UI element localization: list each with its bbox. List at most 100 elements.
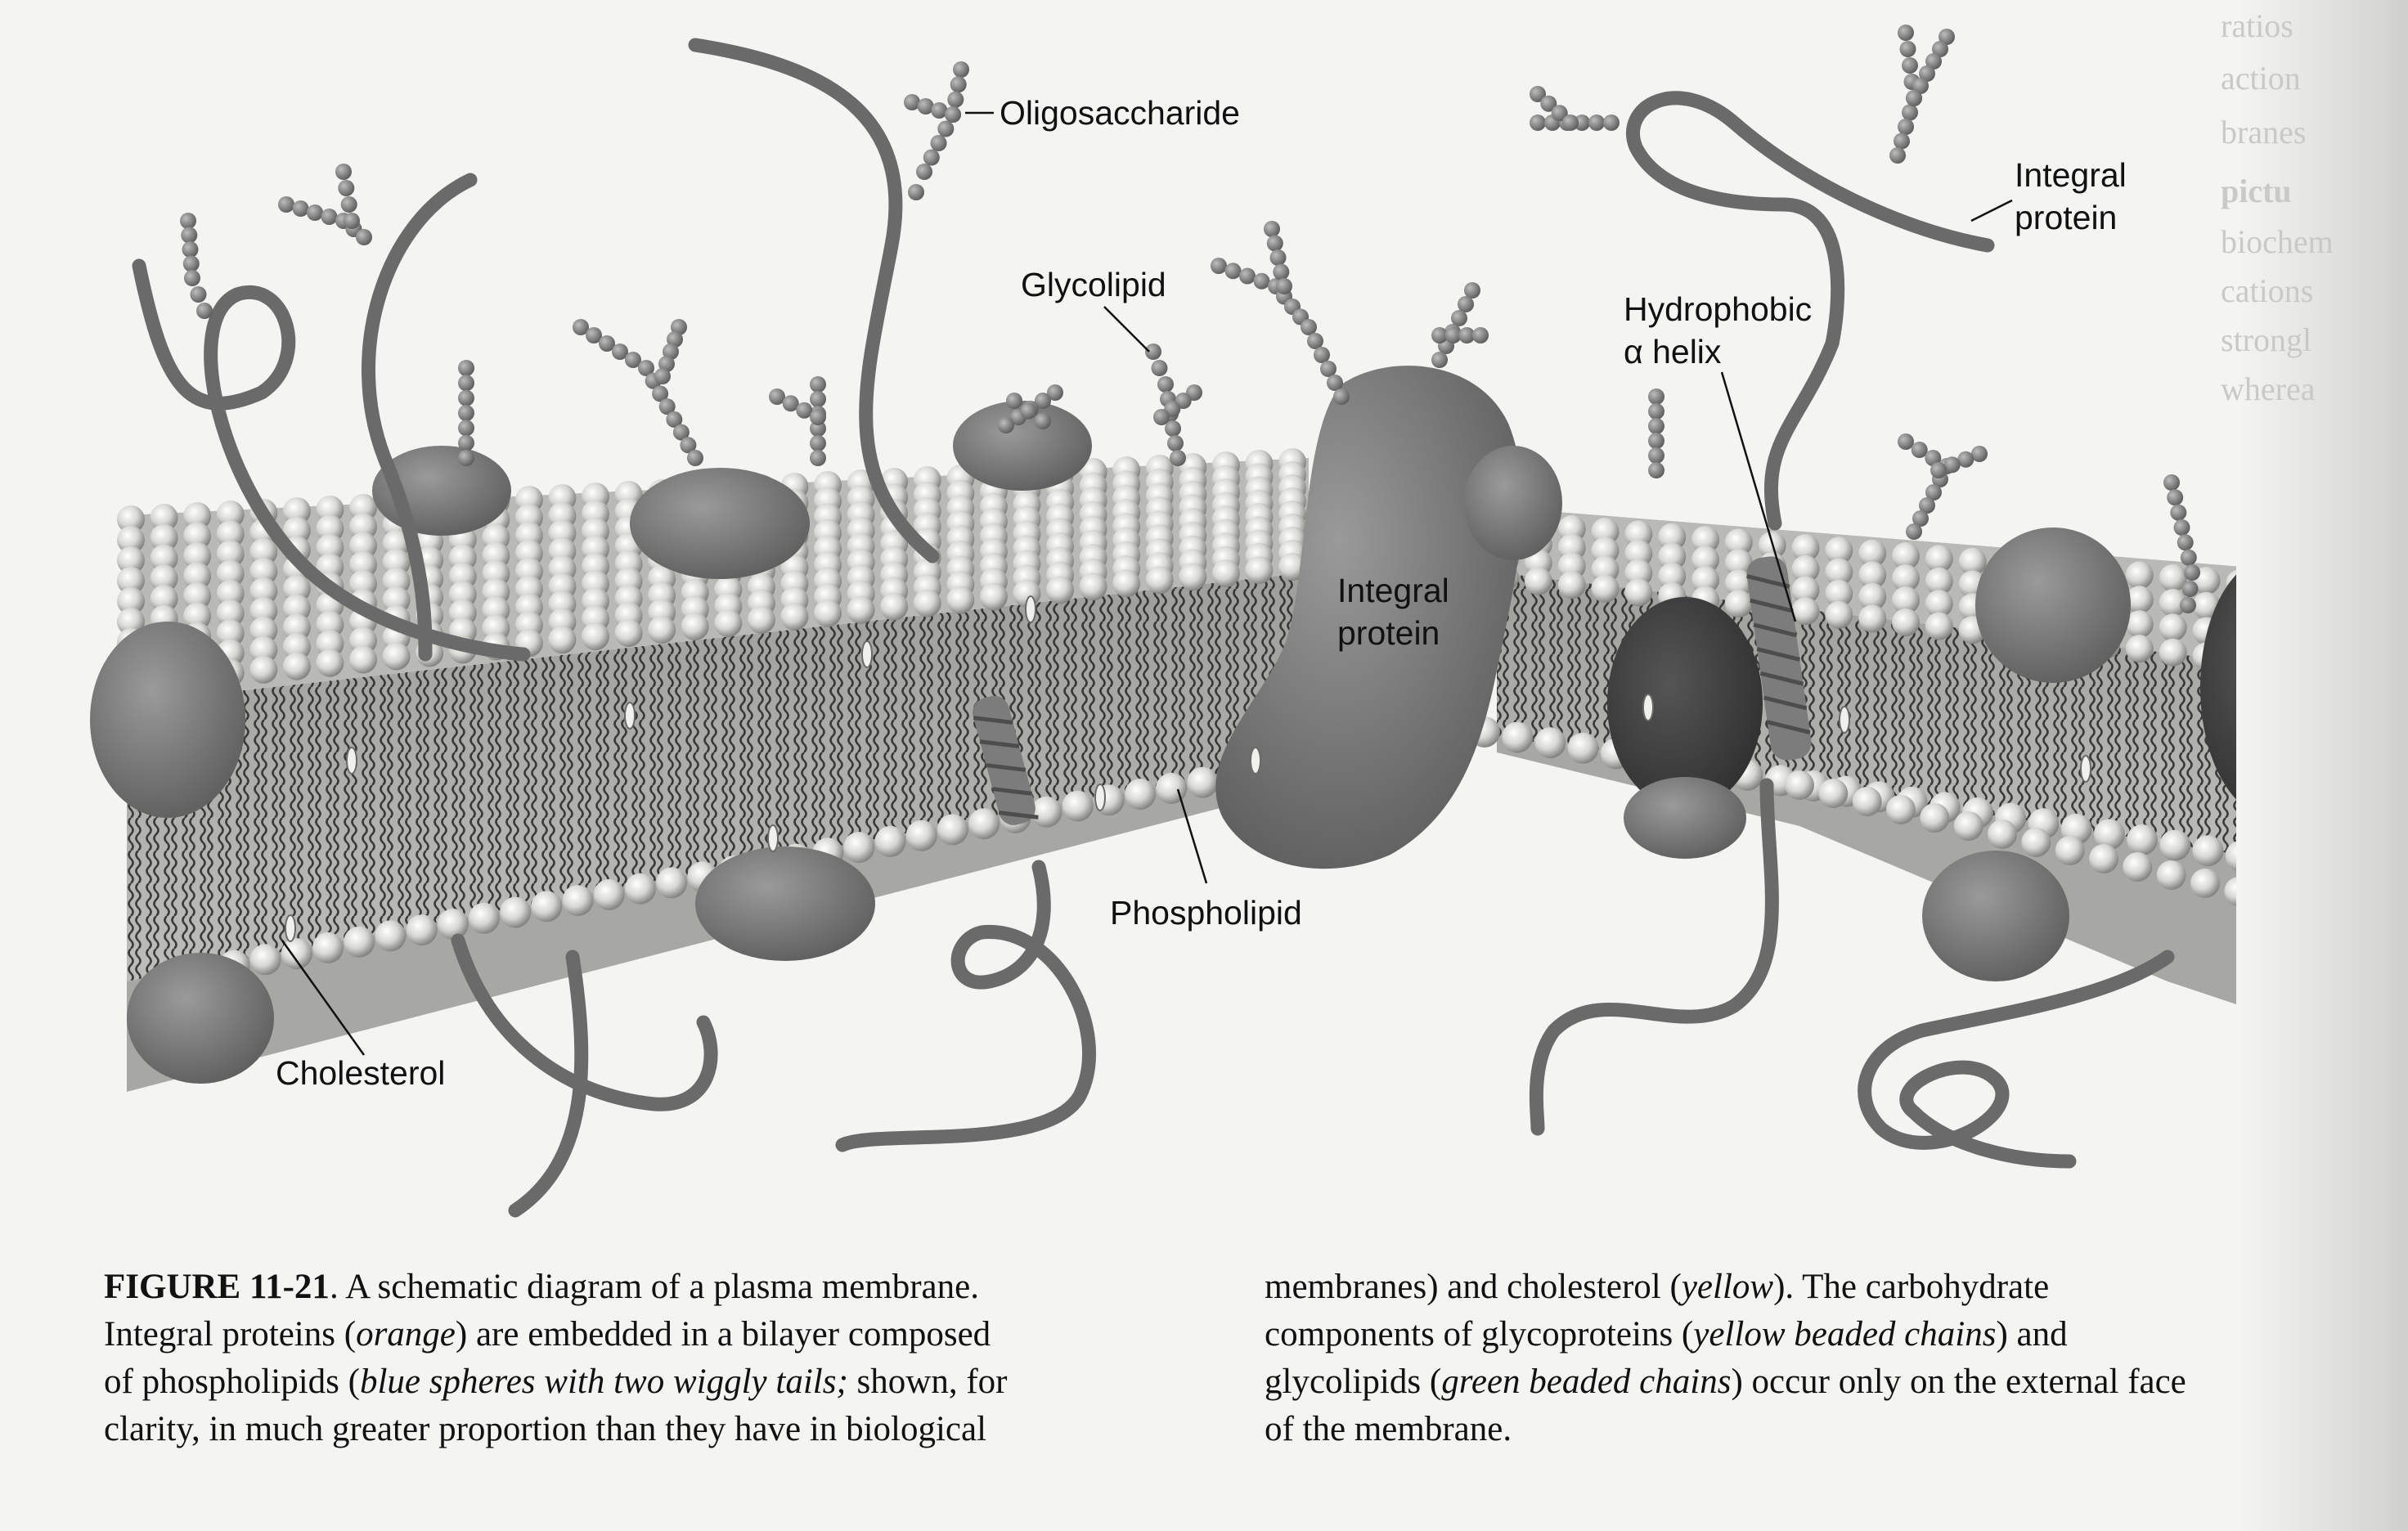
phospholipid-head	[1112, 569, 1141, 598]
sugar-bead	[356, 229, 372, 245]
phospholipid-head	[2159, 563, 2187, 592]
phospholipid-head	[1591, 555, 1620, 584]
caption-text: components of glycoproteins (	[1265, 1315, 1694, 1354]
sugar-bead	[1020, 402, 1037, 420]
sugar-bead	[1925, 484, 1942, 501]
phospholipid-head	[2089, 844, 2118, 873]
sugar-bead	[1971, 446, 1988, 462]
cholesterol-molecule	[346, 747, 357, 774]
cholesterol-molecule	[624, 702, 636, 730]
phospholipid-head	[316, 610, 344, 639]
phospholipid-head	[150, 504, 178, 532]
phospholipid-head	[648, 616, 676, 644]
phospholipid-head	[1953, 811, 1983, 841]
sugar-bead	[930, 135, 947, 151]
phospholipid-head	[1852, 787, 1882, 816]
sugar-bead	[586, 327, 602, 343]
phospholipid-head	[2127, 824, 2158, 855]
phospholipid-head	[780, 602, 809, 631]
phospholipid-head	[406, 914, 438, 946]
bleed-word: branes	[2221, 114, 2307, 150]
phospholipid-head	[1818, 779, 1849, 808]
sugar-bead	[998, 417, 1014, 433]
phospholipid-head	[1179, 563, 1207, 591]
phospholipid-head	[1920, 803, 1950, 833]
phospholipid-head	[1791, 597, 1820, 626]
phospholipid-head	[1825, 558, 1853, 586]
phospholipid-head	[183, 562, 212, 590]
sugar-bead	[782, 395, 799, 412]
sugar-bead	[184, 270, 200, 286]
sugar-bead	[1648, 403, 1664, 420]
phospholipid-head	[349, 645, 377, 674]
sugar-bead	[672, 424, 690, 441]
sugar-bead	[2177, 534, 2194, 551]
phospholipid-head	[150, 544, 178, 572]
phospholipid-head	[1145, 566, 1174, 595]
sugar-bead	[654, 368, 671, 384]
label-integral-protein-center-line2: protein	[1337, 614, 1440, 653]
phospholipid-head	[500, 896, 532, 928]
sugar-bead	[1444, 327, 1462, 343]
sugar-bead	[1898, 25, 1914, 41]
sugar-bead	[769, 388, 785, 405]
sugar-bead	[458, 360, 474, 376]
sugar-bead	[1932, 41, 1948, 57]
phospholipid-head	[183, 522, 212, 550]
phospholipid-head	[1691, 526, 1719, 554]
phospholipid-head	[316, 649, 344, 677]
sugar-bead	[1451, 310, 1467, 326]
caption-line: Integral proteins (orange) are embedded …	[104, 1311, 1265, 1358]
sugar-bead	[458, 375, 474, 392]
phospholipid-head	[1125, 779, 1156, 810]
phospholipid-head	[2021, 828, 2051, 857]
chain-mid-lower-left	[508, 950, 589, 1218]
oligosaccharide-chains	[180, 25, 2200, 613]
phospholipid-head	[1591, 518, 1620, 546]
phospholipid-head	[282, 594, 311, 622]
sugar-bead	[1902, 104, 1918, 121]
integral-protein-right-lower	[1922, 851, 2069, 981]
sugar-bead	[1320, 361, 1337, 377]
chain-right-lower	[1529, 778, 1779, 1136]
integral-protein-lower-mid	[695, 846, 875, 961]
caption-text: shown, for	[847, 1363, 1008, 1401]
sugar-bead	[458, 450, 474, 466]
phospholipid-head	[2192, 835, 2224, 867]
sugar-bead	[917, 98, 934, 114]
phospholipid-head	[1988, 819, 2017, 849]
integral-protein-dark-lower	[1624, 777, 1746, 859]
sugar-bead	[953, 61, 969, 78]
caption-text: . A schematic diagram of a plasma membra…	[329, 1268, 979, 1306]
integral-protein-behind-center	[1464, 446, 1562, 560]
phospholipid-head	[1858, 604, 1887, 633]
page-gutter-shadow	[2236, 0, 2408, 1531]
chain-left-loop	[132, 258, 531, 662]
phospholipid-head	[282, 613, 311, 642]
phospholipid-head	[1825, 537, 1853, 565]
sugar-bead	[181, 227, 198, 244]
phospholipid-head	[183, 502, 212, 530]
label-hydrophobic-helix-line1: Hydrophobic	[1624, 290, 1813, 328]
sugar-bead	[1562, 114, 1579, 131]
sugar-bead	[1894, 132, 1910, 150]
bleed-word: cations	[2221, 272, 2314, 309]
sugar-bead	[321, 209, 338, 225]
phospholipid-head	[968, 808, 1000, 840]
sugar-bead	[2170, 504, 2187, 521]
phospholipid-head	[979, 582, 1008, 611]
sugar-bead	[658, 398, 676, 415]
sugar-bead	[1911, 442, 1928, 458]
phospholipid-head	[1724, 528, 1753, 557]
phospholipid-head	[1791, 576, 1820, 604]
sugar-bead	[947, 91, 964, 108]
sugar-bead	[1551, 105, 1568, 122]
sugar-bead	[2173, 519, 2190, 536]
bleed-word: pictu	[2221, 173, 2292, 209]
sugar-bead	[1648, 462, 1664, 478]
label-glycolipid: Glycolipid	[1021, 266, 1166, 303]
phospholipid-head	[624, 873, 656, 905]
sugar-bead	[2184, 564, 2200, 581]
sugar-bead	[1264, 221, 1280, 237]
phospholipid-head	[1245, 556, 1274, 585]
